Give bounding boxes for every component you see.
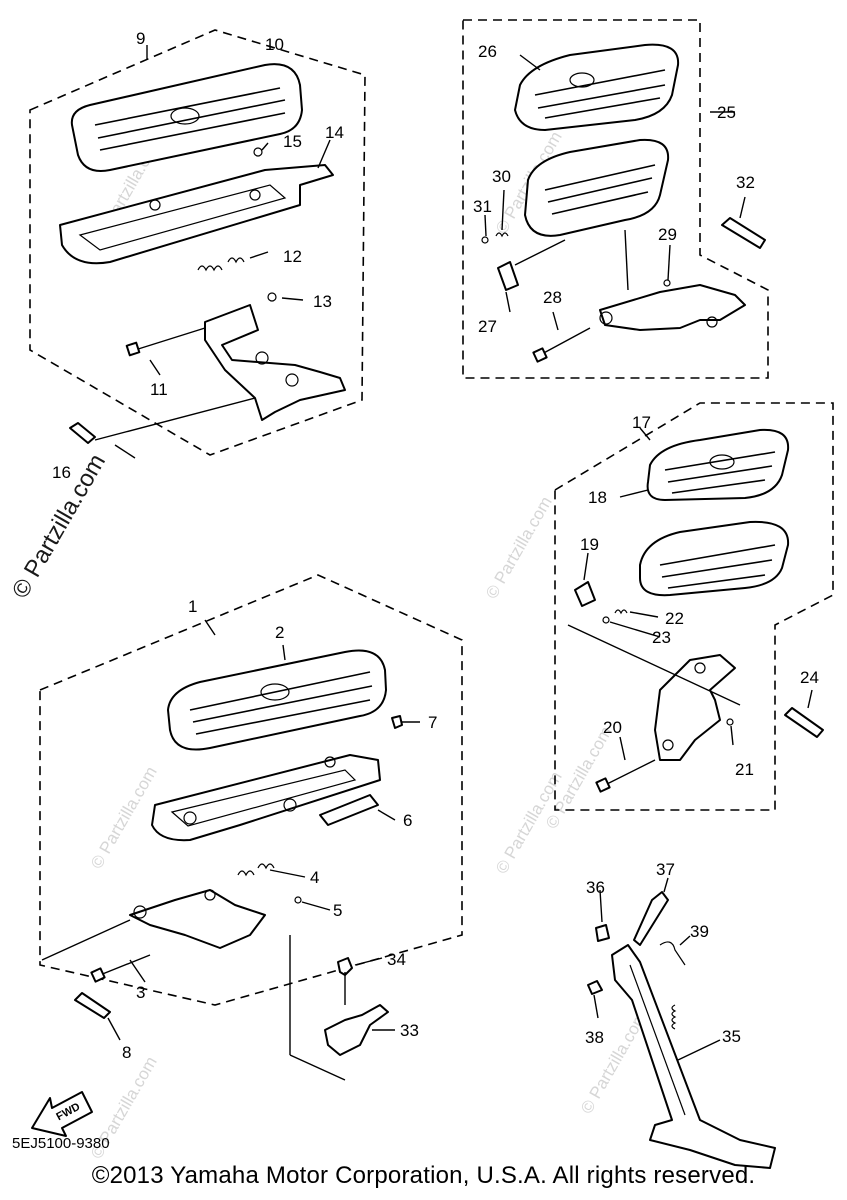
callout-1: 1 — [188, 597, 197, 616]
callout-8: 8 — [122, 1043, 131, 1062]
callout-26: 26 — [478, 42, 497, 61]
footboard-assembly-1: 1 2 3 4 5 6 7 8 — [39, 574, 463, 1081]
footboard-frame-14 — [59, 164, 334, 265]
callout-10: 10 — [265, 35, 284, 54]
footboard-frame-1 — [151, 754, 381, 842]
sidestand-assembly-35: 36 37 39 38 35 — [585, 860, 776, 1169]
callout-4: 4 — [310, 868, 319, 887]
callout-17: 17 — [632, 413, 651, 432]
callout-11: 11 — [150, 380, 168, 399]
plate-19 — [574, 581, 596, 607]
callout-3: 3 — [136, 983, 145, 1002]
callout-7: 7 — [428, 713, 437, 732]
footboard-pad-26 — [514, 43, 680, 131]
callout-12: 12 — [283, 247, 302, 266]
watermark-small: © Partzilla.com — [87, 763, 161, 872]
collar-36 — [595, 924, 610, 942]
bolt-16 — [69, 422, 96, 444]
callout-29: 29 — [658, 225, 677, 244]
footboard-pad-10 — [70, 63, 303, 172]
group-outline-9 — [29, 29, 366, 456]
watermark-small: © Partzilla.com — [482, 493, 556, 602]
callout-14: 14 — [325, 123, 344, 142]
callout-33: 33 — [400, 1021, 419, 1040]
bolt-8 — [74, 992, 111, 1019]
callout-20: 20 — [603, 718, 622, 737]
footboard-plate-17 — [639, 520, 790, 597]
callout-27: 27 — [478, 317, 497, 336]
fwd-arrow-icon: FWD — [31, 1091, 93, 1137]
footboard-assembly-25: 26 25 30 31 32 29 28 27 — [462, 19, 769, 379]
copyright-notice: ©2013 Yamaha Motor Corporation, U.S.A. A… — [91, 1162, 756, 1189]
bolt-37 — [633, 891, 669, 946]
footboard-bracket-3 — [129, 889, 266, 949]
callout-32: 32 — [736, 173, 755, 192]
footboard-arm-20 — [654, 654, 736, 761]
diagram-code: 5EJ5100-9380 — [12, 1135, 110, 1152]
callout-35: 35 — [722, 1027, 741, 1046]
footboard-assembly-17: 17 18 19 22 23 24 20 21 — [554, 402, 834, 811]
callout-16: 16 — [52, 463, 71, 482]
callout-6: 6 — [403, 811, 412, 830]
nut-38 — [587, 980, 603, 995]
callout-5: 5 — [333, 901, 342, 920]
callout-36: 36 — [586, 878, 605, 897]
callout-2: 2 — [275, 623, 284, 642]
callout-21: 21 — [735, 760, 754, 779]
callout-9: 9 — [136, 29, 145, 48]
callout-18: 18 — [588, 488, 607, 507]
callout-39: 39 — [690, 922, 709, 941]
group-outline-25 — [462, 19, 769, 379]
footboard-bracket — [204, 304, 346, 421]
callout-13: 13 — [313, 292, 332, 311]
bolt-24 — [784, 707, 824, 738]
callout-23: 23 — [652, 628, 671, 647]
screw-34 — [337, 957, 353, 976]
sidestand-35 — [611, 944, 776, 1169]
callout-30: 30 — [492, 167, 511, 186]
callout-31: 31 — [473, 197, 492, 216]
bracket-6 — [319, 794, 379, 826]
callout-15: 15 — [283, 132, 302, 151]
callout-19: 19 — [580, 535, 599, 554]
callout-28: 28 — [543, 288, 562, 307]
footboard-assembly-9: 9 10 11 12 13 14 15 16 — [29, 29, 366, 482]
screw-7 — [391, 715, 403, 729]
footboard-arm — [599, 284, 746, 331]
callout-22: 22 — [665, 609, 684, 628]
stopper-33 — [324, 1004, 389, 1056]
group-outline-17 — [554, 402, 834, 811]
plate-27 — [497, 261, 519, 291]
bolt-32 — [721, 217, 766, 249]
footboard-pad-18 — [646, 428, 790, 501]
stopper-assembly-33: 34 33 — [324, 950, 419, 1056]
callout-37: 37 — [656, 860, 675, 879]
callout-24: 24 — [800, 668, 819, 687]
callout-34: 34 — [387, 950, 406, 969]
callout-25: 25 — [717, 103, 736, 122]
callout-38: 38 — [585, 1028, 604, 1047]
group-outline-1 — [39, 574, 463, 1006]
